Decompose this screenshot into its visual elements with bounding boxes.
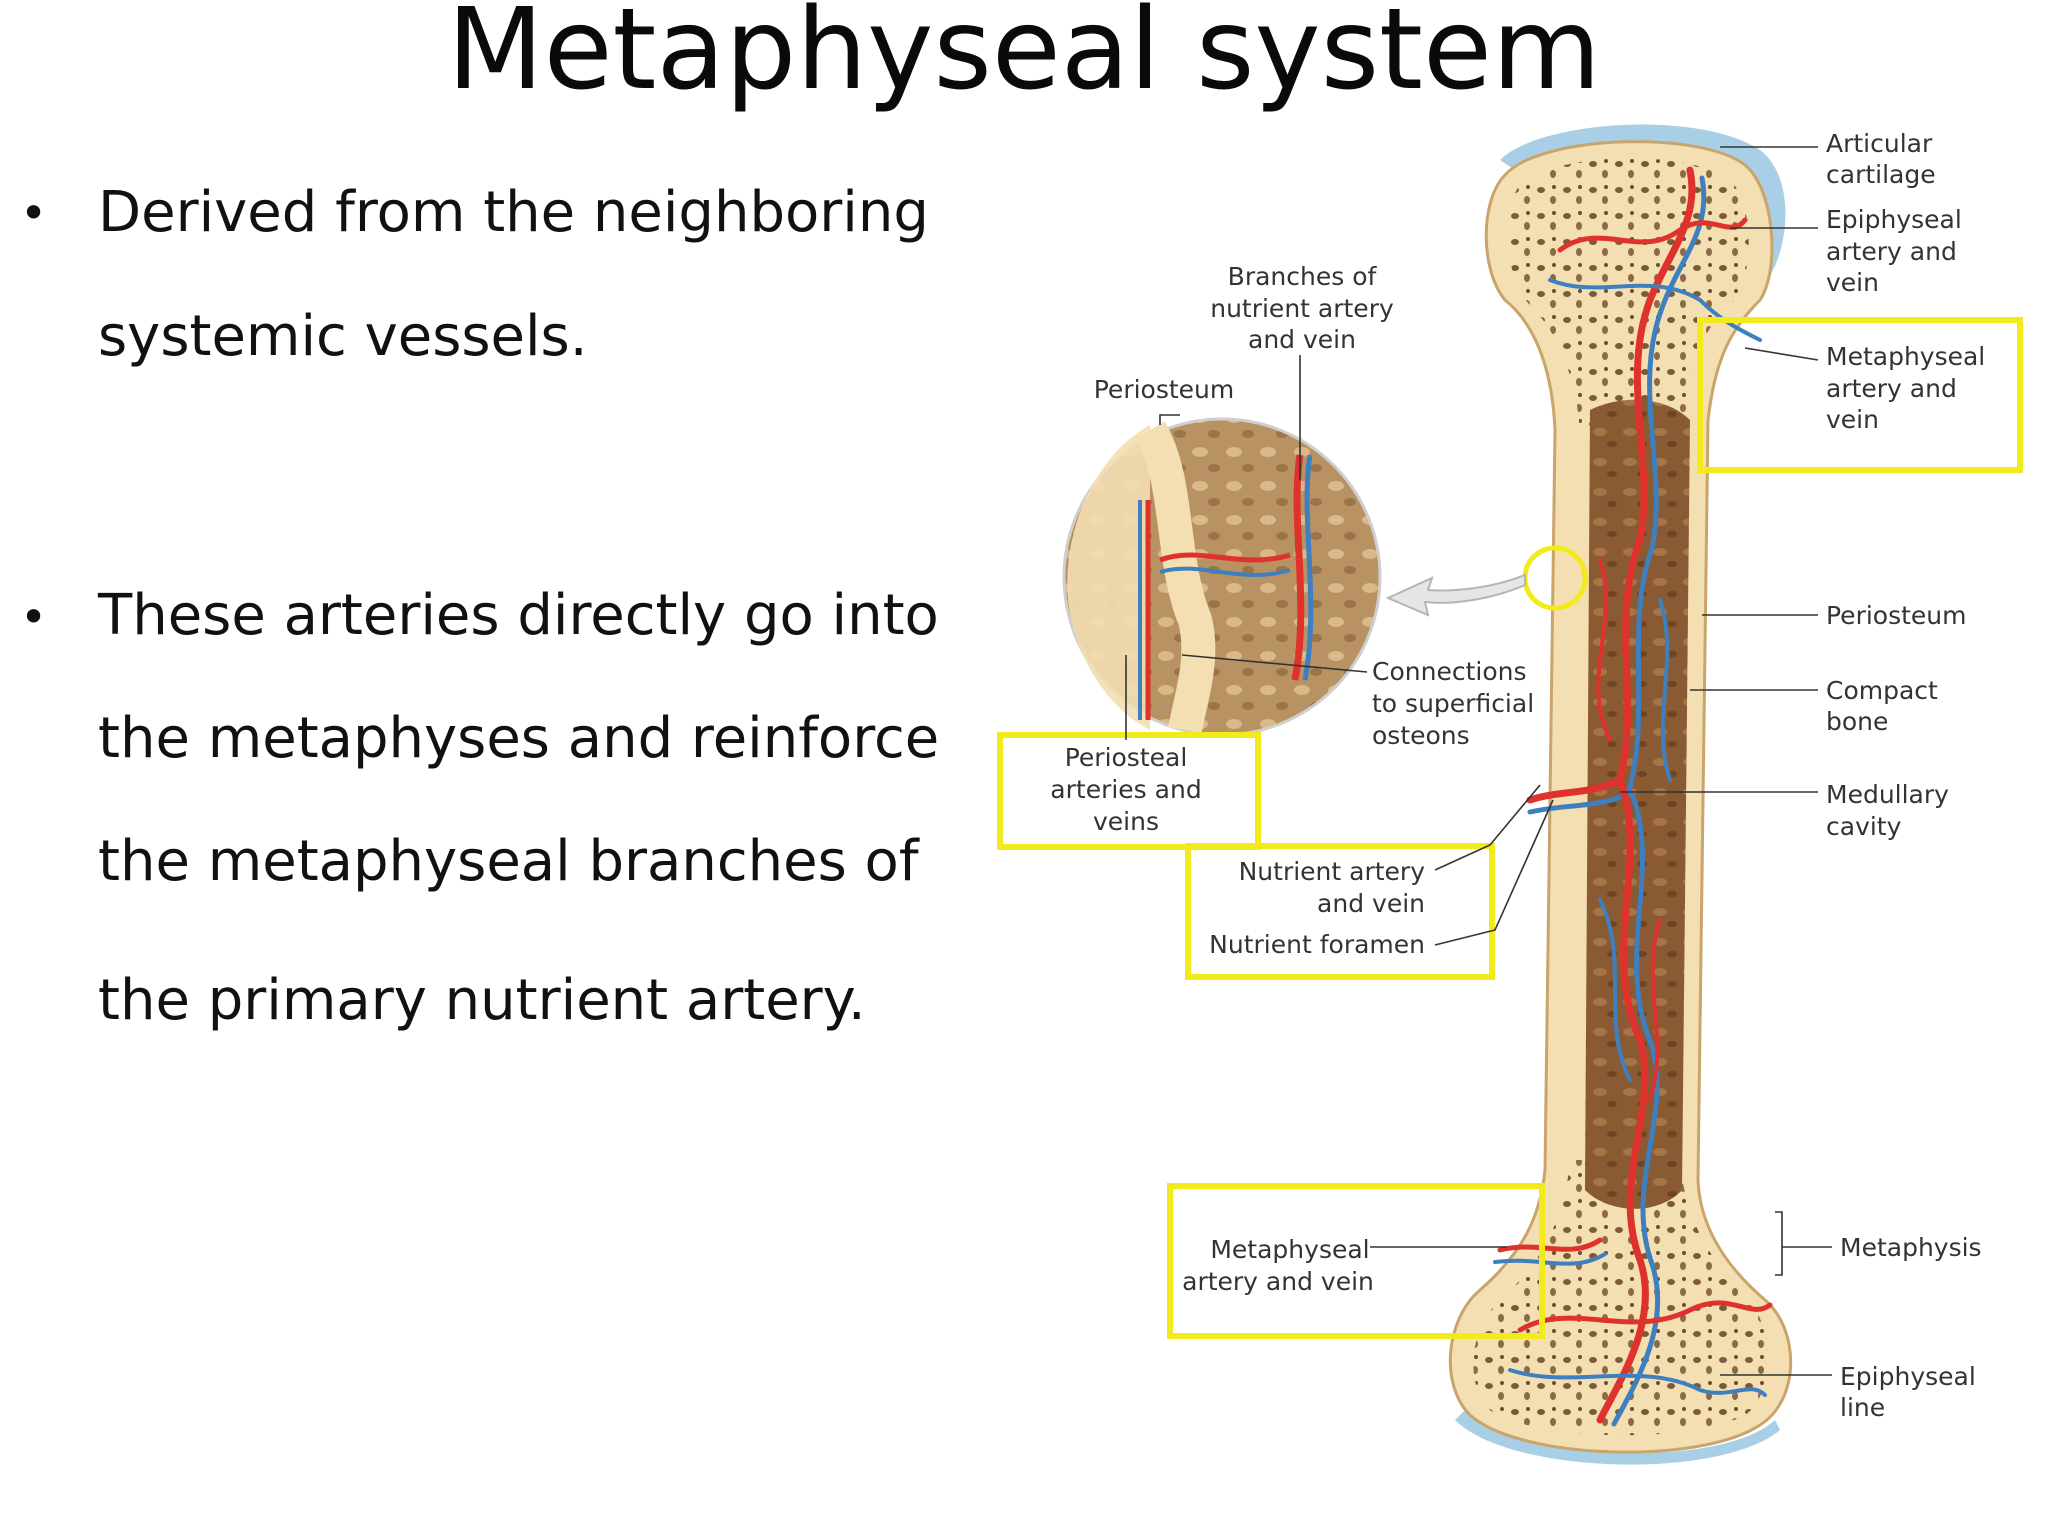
diagram-label: Epiphyseal [1840, 1362, 1976, 1391]
diagram-label: Branches of [1228, 262, 1378, 291]
bone-vascular-diagram: Articular cartilage Epiphyseal artery an… [997, 124, 2023, 1465]
label-metaphyseal-artery-bottom: Metaphyseal artery and vein [1182, 1235, 1374, 1296]
label-nutrient-artery: Nutrient artery and vein [1239, 857, 1426, 918]
slide-title: Metaphyseal system [447, 0, 1601, 115]
diagram-label: and vein [1248, 325, 1356, 354]
label-epiphyseal-artery: Epiphyseal artery and vein [1826, 205, 1962, 297]
label-nutrient-foramen: Nutrient foramen [1209, 930, 1425, 959]
highlight-periosteal [997, 732, 1261, 850]
magnify-arrow [1385, 573, 1526, 617]
epiphysis-spongy-bottom [1473, 1160, 1768, 1436]
diagram-label: Nutrient artery [1239, 857, 1426, 886]
diagram-label: artery and [1826, 374, 1957, 403]
diagram-label: Periosteal [1065, 743, 1188, 772]
diagram-label: Connections [1372, 657, 1526, 686]
vessel-network [1493, 166, 1773, 1427]
label-branches-nutrient: Branches of nutrient artery and vein [1210, 262, 1394, 354]
highlight-nutrient [1185, 843, 1495, 980]
bullet-text-line: the metaphyses and reinforce [98, 706, 940, 771]
diagram-label: line [1840, 1393, 1885, 1422]
diagram-label: arteries and [1050, 775, 1201, 804]
bullet-marker: • [20, 590, 48, 644]
diagram-label: Compact [1826, 676, 1938, 705]
magnified-inset [1062, 417, 1382, 737]
bullet-text-line: the metaphyseal branches of [98, 829, 919, 894]
articular-cartilage-bottom [1455, 1410, 1780, 1465]
label-epiphyseal-line: Epiphyseal line [1840, 1362, 1976, 1422]
diagram-label: veins [1093, 807, 1159, 836]
diagram-label: and vein [1317, 889, 1425, 918]
label-medullary-cavity: Medullary cavity [1826, 780, 1949, 841]
label-periosteum-right: Periosteum [1826, 601, 1967, 630]
diagram-label: cartilage [1826, 160, 1936, 189]
diagram-label: bone [1826, 707, 1888, 736]
diagram-label: Medullary [1826, 780, 1949, 809]
bullet-text-line: Derived from the neighboring [98, 180, 929, 245]
label-articular-cartilage: Articular cartilage [1826, 129, 1936, 189]
bullet-list: • Derived from the neighboring systemic … [0, 0, 980, 1536]
diagram-label: Metaphyseal [1210, 1235, 1369, 1264]
label-periosteum-inset: Periosteum [1094, 375, 1235, 404]
label-metaphyseal-artery-top: Metaphyseal artery and vein [1826, 342, 1985, 434]
bullet-text-line: These arteries directly go into [98, 583, 939, 648]
diagram-label: cavity [1826, 812, 1902, 841]
highlight-metaphyseal-bottom [1167, 1183, 1545, 1339]
diagram-label: to superficial [1372, 689, 1534, 718]
diagram-label: vein [1826, 268, 1879, 297]
diagram-label: nutrient artery [1210, 294, 1394, 323]
diagram-label: osteons [1372, 721, 1470, 750]
label-metaphysis: Metaphysis [1840, 1233, 1982, 1262]
label-periosteal-arteries: Periosteal arteries and veins [1050, 743, 1201, 836]
diagram-label: vein [1826, 405, 1879, 434]
label-connections: Connections to superficial osteons [1372, 657, 1534, 750]
bullet-marker: • [20, 186, 48, 240]
diagram-label: Epiphyseal [1826, 205, 1962, 234]
highlight-metaphyseal-top [1697, 317, 2023, 473]
bullet-text-line: systemic vessels. [98, 304, 588, 369]
bullet-text-line: the primary nutrient artery. [98, 968, 866, 1033]
diagram-label: Articular [1826, 129, 1933, 158]
label-compact-bone: Compact bone [1826, 676, 1938, 736]
diagram-label: artery and vein [1182, 1267, 1374, 1296]
diagram-label: Metaphyseal [1826, 342, 1985, 371]
diagram-label: artery and [1826, 237, 1957, 266]
leader-lines [1125, 146, 1832, 1376]
